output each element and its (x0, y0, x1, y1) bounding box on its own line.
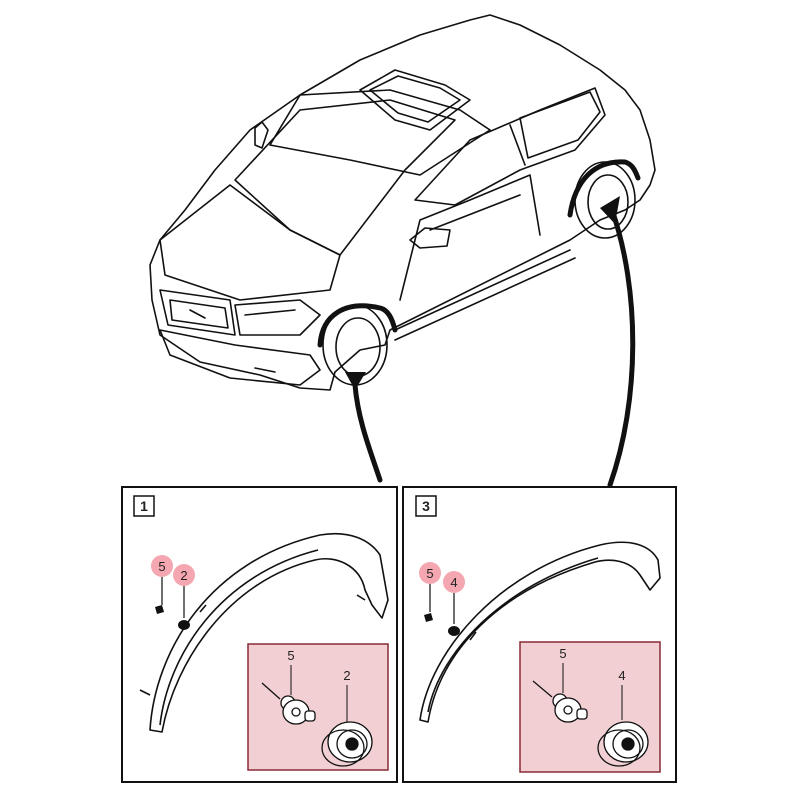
panel-1-label-5-highlight (151, 555, 173, 577)
panel-1-number: 1 (140, 498, 148, 514)
panel-1-detail-label-5: 5 (287, 648, 294, 663)
panel-1-label-5: 5 (158, 559, 165, 574)
arrow-heads (345, 196, 620, 390)
panel-3-clip-small (448, 626, 460, 636)
arrow-head-front (345, 372, 366, 390)
panel-1-detail-screw (261, 682, 316, 725)
car-illustration (149, 14, 656, 391)
panel-1-arch-trim (139, 532, 389, 733)
arrow-rear-to-panel-3 (607, 207, 636, 488)
panel-3-detail-label-4: 4 (618, 668, 625, 683)
panel-3-detail-screw (532, 680, 588, 723)
car-wheel-arch-highlights (317, 159, 641, 348)
panel-1-detail-label-2: 2 (343, 668, 350, 683)
panel-3-arch-trim (419, 541, 661, 723)
arrow-head-rear (600, 196, 620, 224)
panel-3-detail-label-5: 5 (559, 646, 566, 661)
panel-1-clip-small (178, 620, 190, 630)
panel-3-number-box (415, 495, 437, 517)
panel-3-label-4: 4 (450, 575, 457, 590)
panel-1-label-2-highlight (173, 564, 195, 586)
panel-3-screw-small (424, 613, 433, 622)
panel-1-number-box (133, 495, 155, 517)
panel-3-label-5-highlight (419, 562, 441, 584)
panel-1-screw-small (155, 605, 164, 614)
panel-3-label-4-highlight (443, 571, 465, 593)
panel-3-detail-clip (597, 721, 649, 767)
panel-3: 3 5 4 5 4 (402, 486, 677, 783)
arrow-front-to-panel-1 (352, 382, 383, 483)
panel-1: 1 5 2 5 2 (121, 486, 398, 783)
panel-3-number: 3 (422, 498, 430, 514)
panel-1-label-2: 2 (180, 568, 187, 583)
rear-arch-trim (567, 159, 641, 218)
panel-3-label-5: 5 (426, 566, 433, 581)
panel-1-detail-clip (321, 721, 373, 767)
front-arch-trim (317, 303, 398, 348)
panel-1-detail-box: 5 2 (247, 643, 389, 771)
panel-3-detail-box: 5 4 (519, 641, 661, 773)
callout-arrows (352, 207, 636, 488)
